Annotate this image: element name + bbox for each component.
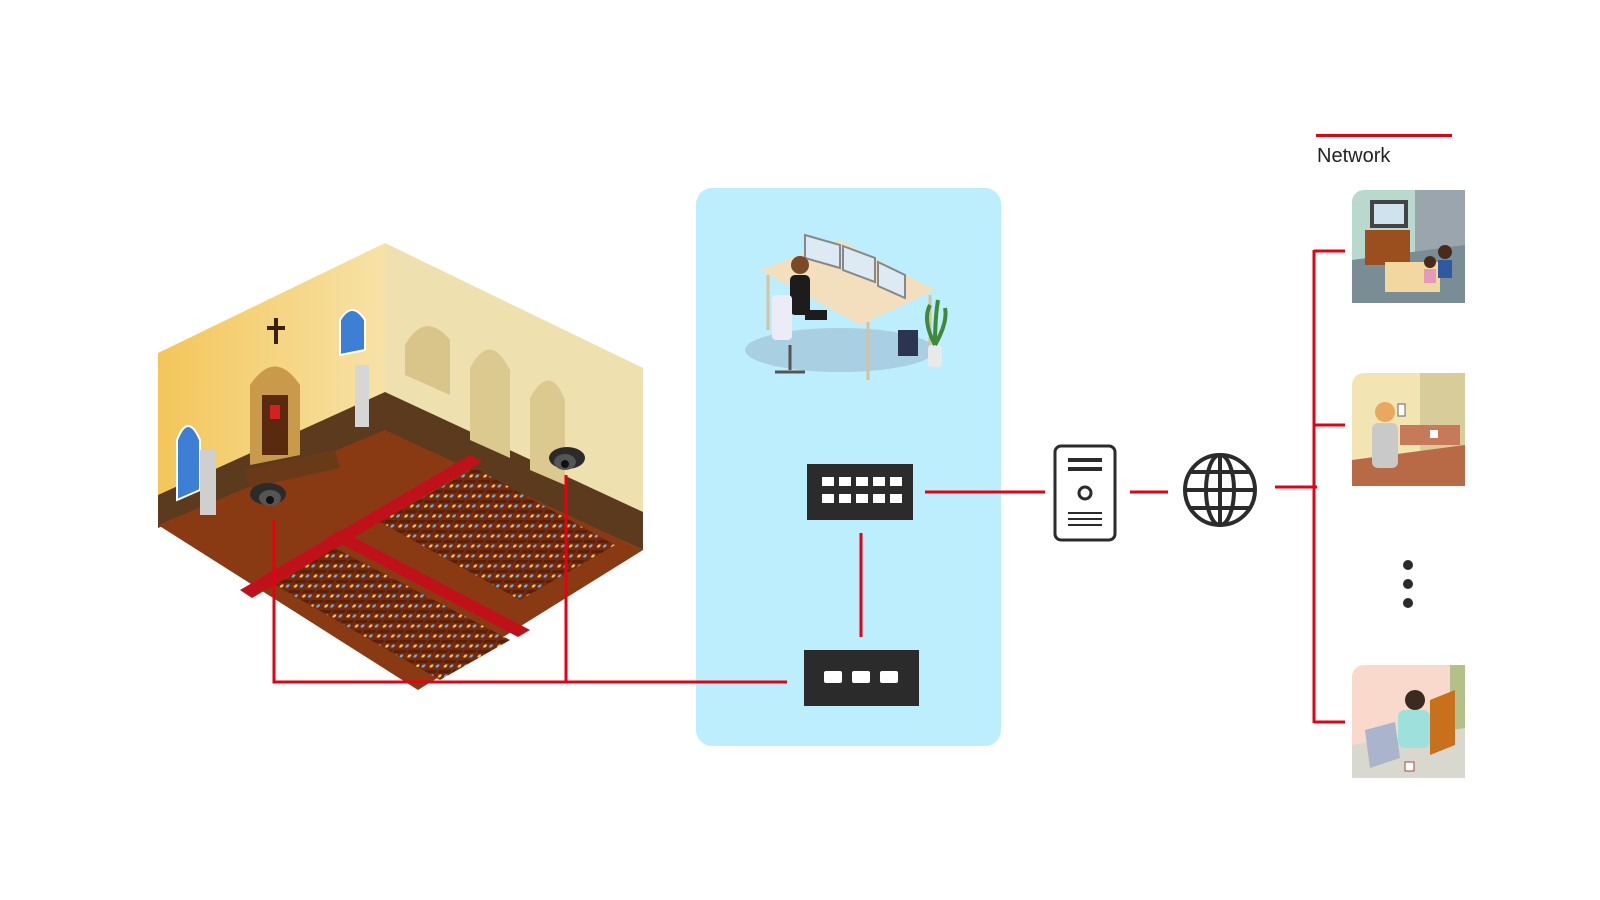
statue <box>200 450 216 515</box>
legend-network-label: Network <box>1317 145 1391 167</box>
ptz-camera-icon <box>250 483 286 506</box>
network-lines <box>272 249 1345 724</box>
cross-icon <box>274 318 278 344</box>
church-scene <box>158 243 643 690</box>
viewer-cafe-phone <box>1352 373 1465 486</box>
church-window <box>176 425 201 502</box>
viewer-home-tv <box>1352 190 1465 303</box>
ptz-camera-icon <box>549 447 585 470</box>
switcher-icon <box>807 464 913 520</box>
pews-front <box>275 548 510 680</box>
church-right-wall <box>385 243 643 548</box>
altar <box>262 395 288 455</box>
more-dots-icon <box>1403 560 1413 608</box>
converter-icon <box>804 650 919 706</box>
server-icon <box>1053 444 1117 542</box>
legend-network-line <box>1316 134 1452 137</box>
operator-workstation <box>745 233 948 380</box>
church-aisle <box>240 455 482 598</box>
viewer-laptop <box>1352 665 1465 778</box>
pews-back <box>380 468 615 600</box>
globe-icon <box>1183 453 1257 527</box>
